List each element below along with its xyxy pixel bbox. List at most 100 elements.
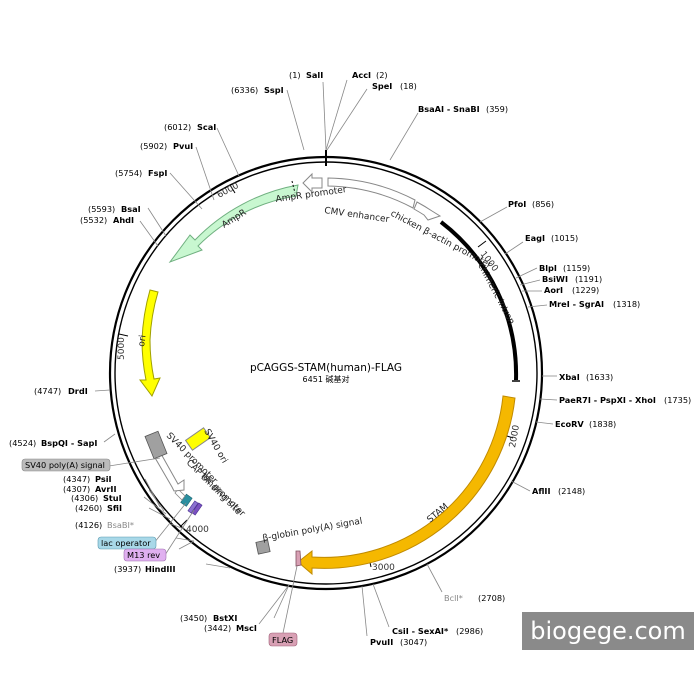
- site-pvuii-pos: (3047): [400, 637, 427, 647]
- site-scai-pos: (6012): [164, 122, 191, 132]
- tick-label-4000: 4000: [186, 525, 209, 535]
- site-avrii-pos: (4307): [63, 484, 90, 494]
- site-bsai-pos: (5593): [88, 204, 115, 214]
- site-csii-sexai-name: CsiI - SexAI*: [392, 626, 449, 636]
- tick-label-3000: 3000: [372, 563, 395, 573]
- site-hindiii-name: HindIII: [145, 564, 176, 574]
- plasmid-size: 6451 碱基对: [303, 374, 350, 384]
- site-eagi-pos: (1015): [551, 233, 578, 243]
- site-sspi-pos: (6336): [231, 85, 258, 95]
- lac-operator-tag-label: lac operator: [101, 538, 151, 548]
- site-bcli-pos: (2708): [478, 593, 505, 603]
- site-ahdi-name: AhdI: [113, 215, 134, 225]
- label-cmv-enhancer: CMV enhancer: [324, 206, 390, 225]
- site-bsiwi-name: BsiWI: [542, 274, 568, 284]
- m13-rev-tag-label: M13 rev: [127, 550, 160, 560]
- site-pfoi-name: PfoI: [508, 199, 526, 209]
- site-pvuii-name: PvuII: [370, 637, 393, 647]
- site-hindiii-pos: (3937): [114, 564, 141, 574]
- watermark: biogege.com: [522, 612, 694, 650]
- site-mrei-sgrai-pos: (1318): [613, 299, 640, 309]
- site-bsaai-snabi-pos: (359): [486, 104, 508, 114]
- site-sfii-name: SfiI: [107, 503, 122, 513]
- site-sali-name: SalI: [306, 70, 323, 80]
- site-drdi-name: DrdI: [68, 386, 88, 396]
- site-bsai-name: BsaI: [121, 204, 141, 214]
- site-bspqi-sapi-name: BspQI - SapI: [41, 438, 97, 448]
- site-ecorv-name: EcoRV: [555, 419, 584, 429]
- tick-label-2000: 2000: [508, 424, 522, 449]
- flag-tag-label: FLAG: [272, 635, 293, 645]
- site-leader-lines: [94, 79, 558, 637]
- cmv-enhancer-arrow: [327, 177, 416, 209]
- site-mrei-sgrai-name: MreI - SgrAI: [549, 299, 604, 309]
- tick-label-5000: 5000: [117, 337, 127, 360]
- site-bsaai-snabi-name: BsaAI - SnaBI: [418, 104, 480, 114]
- site-avrii-name: AvrII: [95, 484, 117, 494]
- ampr-promoter-arrow: [302, 172, 323, 194]
- ampr-arrow: [168, 184, 299, 264]
- site-drdi-pos: (4747): [34, 386, 61, 396]
- beta-globin-polya-box: [255, 539, 271, 555]
- site-csii-sexai-pos: (2986): [456, 626, 483, 636]
- site-bstxi-name: BstXI: [213, 613, 237, 623]
- m13-rev-box: [187, 500, 199, 514]
- site-bsabi-name: BsaBI*: [107, 520, 134, 530]
- site-sfii-pos: (4260): [75, 503, 102, 513]
- site-xbai-pos: (1633): [586, 372, 613, 382]
- m13-rev-tag: [123, 548, 167, 562]
- site-bstxi-pos: (3450): [180, 613, 207, 623]
- scale-tick-labels: 1000 2000 3000 4000 5000 6000: [117, 181, 522, 573]
- site-blpi-pos: (1159): [563, 263, 590, 273]
- stam-arrow: [297, 395, 516, 576]
- site-psii-name: PsiI: [95, 474, 112, 484]
- site-bcli-name: BclI*: [444, 593, 463, 603]
- site-acci-pos: (2): [376, 70, 388, 80]
- chicken-beta-actin-promoter-arrow: [413, 201, 442, 221]
- site-bsabi-pos: (4126): [75, 520, 102, 530]
- site-scai-name: ScaI: [197, 122, 216, 132]
- site-spei-name: SpeI: [372, 81, 392, 91]
- site-fspi-pos: (5754): [115, 168, 142, 178]
- site-aori-pos: (1229): [572, 285, 599, 295]
- site-paer7i-pspxi-xhoi-pos: (1735): [664, 395, 691, 405]
- site-msci-name: MscI: [236, 623, 257, 633]
- site-aflii-pos: (2148): [558, 486, 585, 496]
- label-ori: ori: [137, 334, 149, 347]
- site-paer7i-pspxi-xhoi-name: PaeR7I - PspXI - XhoI: [559, 395, 656, 405]
- label-beta-globin-polya: β-globin poly(A) signal: [262, 517, 363, 544]
- flag-marker: [295, 550, 302, 567]
- site-msci-pos: (3442): [204, 623, 231, 633]
- site-stui-name: StuI: [103, 493, 122, 503]
- sv40-promoter-arrow: [153, 451, 185, 492]
- site-ahdi-pos: (5532): [80, 215, 107, 225]
- site-eagi-name: EagI: [525, 233, 545, 243]
- site-stui-pos: (4306): [71, 493, 98, 503]
- site-blpi-name: BlpI: [539, 263, 557, 273]
- chimeric-intron-arc: [439, 220, 519, 381]
- flag-tag: [268, 632, 298, 647]
- site-sali-pos: (1): [289, 70, 301, 80]
- site-pfoi-pos: (856): [532, 199, 554, 209]
- site-sspi-name: SspI: [264, 85, 284, 95]
- site-fspi-name: FspI: [148, 168, 167, 178]
- site-aori-name: AorI: [544, 285, 563, 295]
- cap-binding-site-box: [174, 488, 186, 501]
- site-aflii-name: AflII: [532, 486, 551, 496]
- site-pvui-pos: (5902): [140, 141, 167, 151]
- sv40-polya-tag-label: SV40 poly(A) signal: [25, 460, 105, 470]
- site-psii-pos: (4347): [63, 474, 90, 484]
- label-chimeric-intron: chimeric intron: [475, 262, 516, 327]
- site-bspqi-sapi-pos: (4524): [9, 438, 36, 448]
- site-pvui-name: PvuI: [173, 141, 193, 151]
- label-sv40-ori: SV40 ori: [201, 428, 229, 466]
- site-xbai-name: XbaI: [559, 372, 580, 382]
- ori-arrow: [139, 289, 161, 397]
- site-ecorv-pos: (1838): [589, 419, 616, 429]
- sv40-polya-tag: [21, 458, 111, 472]
- site-bsiwi-pos: (1191): [575, 274, 602, 284]
- sv40-polya-box: [144, 430, 168, 460]
- sv40-ori-box: [184, 427, 212, 451]
- plasmid-name: pCAGGS-STAM(human)-FLAG: [250, 362, 402, 374]
